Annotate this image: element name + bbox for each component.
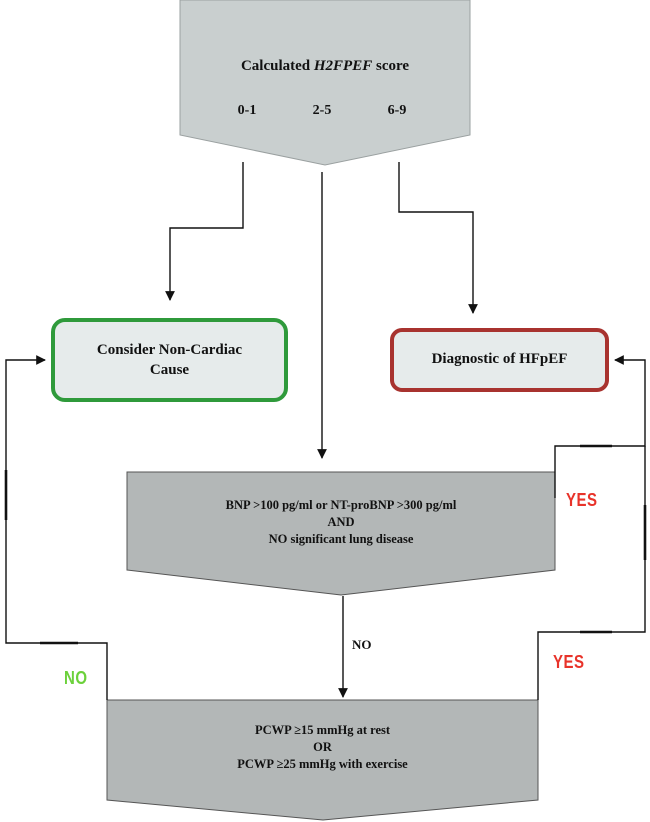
score-range-high: 6-9: [387, 103, 407, 118]
score-range-mid: 2-5: [312, 103, 332, 118]
pcwp-line3: PCWP ≥25 mmHg with exercise: [237, 757, 408, 771]
score-title-italic: H2FPEF: [313, 58, 373, 74]
yes-label-pcwp: YES: [553, 651, 585, 674]
connector-low-to-noncardiac: [165, 162, 244, 301]
bnp-shape: [126, 471, 556, 596]
non-cardiac-box: [51, 318, 288, 402]
connector-pcwp-to-noncardiac: [5, 355, 108, 700]
score-range-low: 0-1: [237, 103, 257, 118]
non-cardiac-text: Consider Non-Cardiac Cause: [55, 340, 284, 380]
non-cardiac-line2: Cause: [149, 362, 190, 378]
bnp-line1: BNP >100 pg/ml or NT-proBNP >300 pg/ml: [225, 498, 457, 512]
bnp-line2: AND: [327, 515, 355, 529]
pcwp-line1: PCWP ≥15 mmHg at rest: [254, 723, 391, 737]
hfpef-box: [390, 328, 609, 392]
bnp-text: BNP >100 pg/ml or NT-proBNP >300 pg/ml A…: [127, 497, 555, 548]
hfpef-text: Diagnostic of HFpEF: [431, 351, 568, 367]
no-label-pcwp: NO: [64, 667, 88, 690]
connector-high-to-hfpef: [398, 162, 478, 314]
pcwp-line2: OR: [313, 740, 332, 754]
no-label-bnp: NO: [352, 637, 372, 652]
score-title: Calculated H2FPEF score: [180, 58, 470, 75]
bnp-line3: NO significant lung disease: [268, 532, 414, 546]
yes-label-bnp: YES: [566, 489, 598, 512]
non-cardiac-line1: Consider Non-Cardiac: [96, 342, 243, 358]
score-shape: [179, 0, 471, 166]
pcwp-shape: [106, 699, 539, 821]
score-title-prefix: Calculated: [240, 58, 314, 74]
score-title-suffix: score: [372, 58, 410, 74]
pcwp-text: PCWP ≥15 mmHg at rest OR PCWP ≥25 mmHg w…: [107, 722, 538, 773]
